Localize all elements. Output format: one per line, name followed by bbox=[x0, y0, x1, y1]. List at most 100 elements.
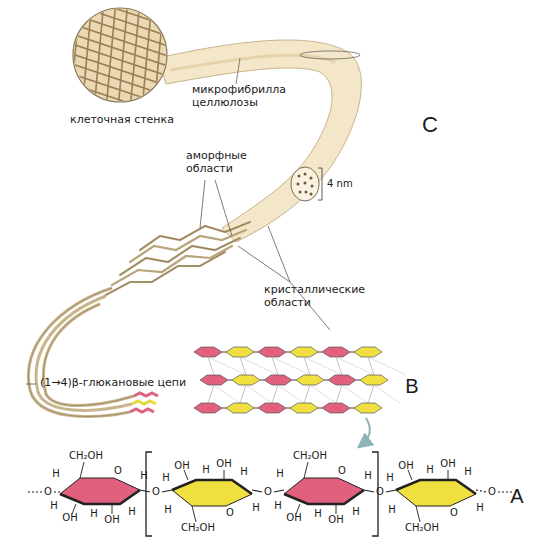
hydrogen-bond bbox=[368, 357, 374, 375]
cross-section-dots bbox=[297, 173, 314, 196]
atom-label: H bbox=[128, 507, 136, 517]
glucan-chain-edge bbox=[28, 288, 134, 417]
fibril-shade bbox=[170, 55, 335, 70]
part-label: клеточная стенка bbox=[70, 114, 200, 127]
ring-front-edge bbox=[284, 490, 364, 504]
strand-bundle bbox=[104, 222, 250, 296]
atom-label: OH bbox=[286, 513, 301, 523]
hydrogen-bond bbox=[336, 357, 374, 375]
glucose-ring bbox=[172, 480, 252, 506]
atom-label: CH₂OH bbox=[181, 523, 215, 533]
atom-label: H bbox=[464, 467, 472, 477]
lattice-ring bbox=[226, 347, 254, 357]
lattice-ring bbox=[194, 347, 222, 357]
atom-label: O bbox=[488, 487, 496, 497]
atom-label: H bbox=[364, 471, 372, 481]
part-label: микрофибрилла целлюлозы bbox=[192, 84, 284, 109]
panel-letter: B bbox=[405, 376, 418, 396]
zoom-arrow bbox=[360, 418, 370, 446]
atom-label: H bbox=[274, 501, 282, 511]
atom-label: H bbox=[50, 501, 58, 511]
leader-line bbox=[236, 58, 240, 84]
hydrogen-bond bbox=[208, 385, 214, 403]
hydrogen-bond bbox=[214, 385, 240, 403]
hydrogen-bond bbox=[336, 385, 342, 403]
cross-section bbox=[291, 167, 319, 201]
atom-label: O bbox=[450, 508, 458, 518]
ring-front-edge bbox=[396, 480, 476, 494]
atom-label: H bbox=[386, 473, 394, 483]
glucose-ring bbox=[284, 478, 364, 504]
atom-label: H bbox=[140, 471, 148, 481]
panel-letter: A bbox=[510, 486, 523, 506]
hydrogen-bond bbox=[304, 357, 310, 375]
atom-label: O bbox=[152, 487, 160, 497]
hydrogen-bond bbox=[278, 385, 304, 403]
lattice-ring bbox=[296, 375, 324, 385]
lattice-ring bbox=[290, 403, 318, 413]
ring-front-edge bbox=[172, 480, 252, 494]
hydrogen-bond bbox=[240, 385, 246, 403]
lattice-ring bbox=[258, 347, 286, 357]
glucose-ring bbox=[396, 480, 476, 506]
substituent-bond bbox=[408, 470, 448, 522]
lattice-ring bbox=[354, 403, 382, 413]
part-label: (1→4)β-глюкановые цепи bbox=[40, 377, 210, 390]
atom-label: O bbox=[226, 508, 234, 518]
lattice-ring bbox=[258, 403, 286, 413]
atom-label: H bbox=[252, 503, 260, 513]
crystal-lattice bbox=[194, 347, 406, 413]
atom-label: H bbox=[352, 507, 360, 517]
atom-label: OH bbox=[104, 515, 119, 525]
hydrogen-bond bbox=[336, 357, 342, 375]
hydrogen-bond bbox=[368, 357, 406, 375]
atom-label: H bbox=[52, 469, 60, 479]
lattice-ring bbox=[194, 403, 222, 413]
hydrogen-bond bbox=[272, 385, 278, 403]
panel-letter: C bbox=[422, 114, 438, 136]
ring-front-edge bbox=[60, 490, 140, 504]
cell-wall-mesh bbox=[60, 0, 180, 120]
lattice-ring bbox=[200, 375, 228, 385]
microfibril bbox=[158, 40, 361, 242]
atom-label: H bbox=[90, 509, 98, 519]
hydrogen-bond bbox=[240, 357, 246, 375]
hydrogen-bond bbox=[374, 385, 400, 403]
atom-label: H bbox=[240, 467, 248, 477]
hydrogen-bond bbox=[272, 357, 310, 375]
lattice-ring bbox=[328, 375, 356, 385]
lattice-ring bbox=[290, 347, 318, 357]
atom-label: O bbox=[338, 466, 346, 476]
hydrogen-bond bbox=[368, 385, 374, 403]
atom-label: OH bbox=[398, 461, 413, 471]
atom-label: H bbox=[276, 469, 284, 479]
lattice-ring bbox=[264, 375, 292, 385]
repeat-bracket bbox=[146, 452, 378, 536]
part-label: аморфные области bbox=[186, 150, 266, 175]
atom-label: CH₂OH bbox=[69, 451, 103, 461]
atom-label: OH bbox=[440, 459, 455, 469]
leader-line bbox=[26, 180, 330, 384]
atom-label: H bbox=[388, 505, 396, 515]
strand-outline bbox=[104, 222, 250, 296]
atom-label: O bbox=[114, 466, 122, 476]
hydrogen-bond bbox=[342, 385, 368, 403]
atom-label: OH bbox=[174, 461, 189, 471]
hydrogen-bond bbox=[310, 385, 336, 403]
substituent-bond bbox=[184, 470, 224, 522]
atom-label: OH bbox=[216, 459, 231, 469]
hydrogen-bond bbox=[304, 385, 310, 403]
lattice-ring bbox=[354, 347, 382, 357]
atom-label: O bbox=[44, 487, 52, 497]
hydrogen-bond bbox=[272, 357, 278, 375]
lattice-ring bbox=[322, 403, 350, 413]
atom-label: OH bbox=[62, 513, 77, 523]
hydrogen-bond bbox=[304, 357, 342, 375]
atom-label: O bbox=[264, 487, 272, 497]
lattice-ring bbox=[226, 403, 254, 413]
atom-label: OH bbox=[328, 515, 343, 525]
atom-label: CH₂OH bbox=[405, 523, 439, 533]
substituent-bond bbox=[296, 462, 336, 514]
